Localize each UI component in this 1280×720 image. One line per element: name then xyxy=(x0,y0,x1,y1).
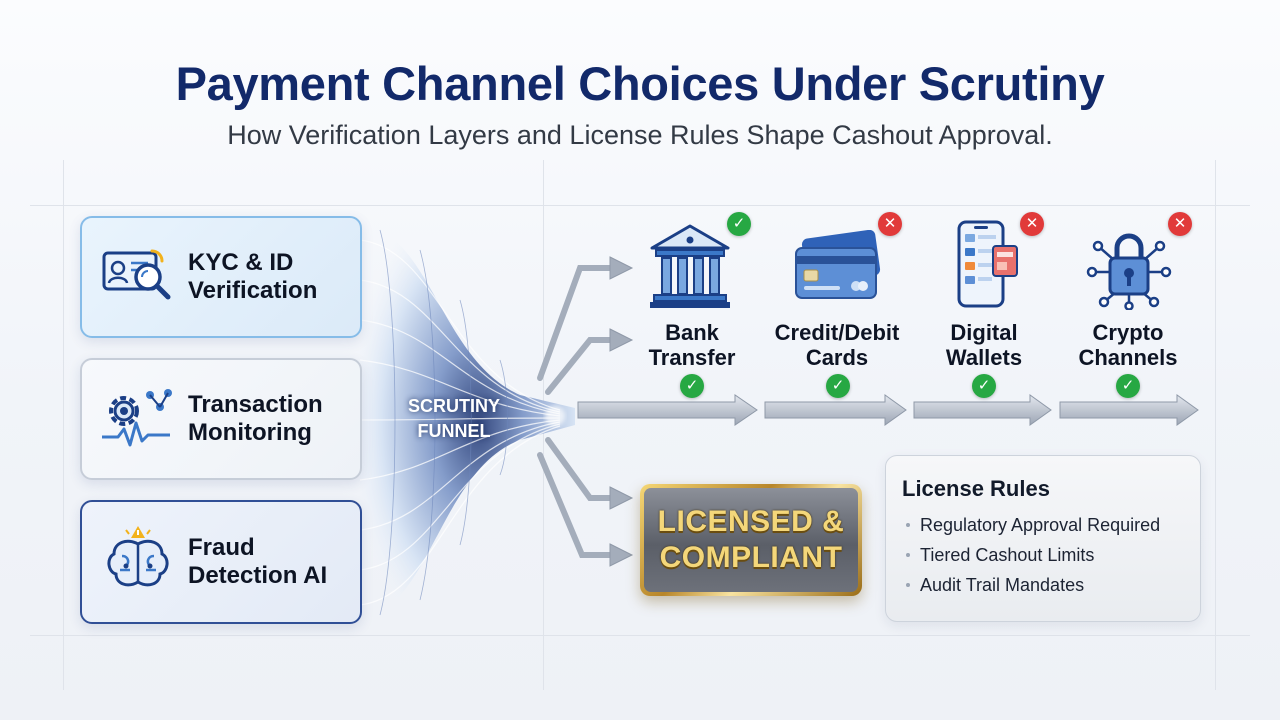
rejected-x-icon: ✕ xyxy=(1020,212,1044,236)
channel-name-line: Channels xyxy=(1078,345,1178,370)
channel-name-line: Wallets xyxy=(945,345,1023,370)
channel-name-digital-wallets: Digital Wallets xyxy=(914,320,1054,370)
approved-check-icon: ✓ xyxy=(1116,374,1140,398)
license-rules-title: License Rules xyxy=(902,476,1050,501)
layer-card-fraud-detection: Fraud Detection AI xyxy=(80,500,362,624)
channel-name-line: Bank xyxy=(665,320,719,345)
channel-name-line: Transfer xyxy=(648,345,736,370)
funnel-label-line: FUNNEL xyxy=(417,421,491,441)
funnel-label-line: SCRUTINY xyxy=(407,396,500,416)
grid-line xyxy=(63,160,64,690)
layer-label-line: KYC & ID xyxy=(188,249,294,276)
page-subtitle: How Verification Layers and License Rule… xyxy=(227,120,1053,150)
license-rule-item: Regulatory Approval Required xyxy=(902,510,1200,540)
approved-check-icon: ✓ xyxy=(972,374,996,398)
flow-arrows xyxy=(577,394,1199,426)
layer-label-transaction-monitoring: Transaction Monitoring xyxy=(188,391,323,447)
page-title: Payment Channel Choices Under Scrutiny xyxy=(175,57,1105,110)
branch-arrows xyxy=(537,265,615,558)
funnel-label: SCRUTINY FUNNEL xyxy=(404,394,504,444)
grid-line xyxy=(1215,160,1216,690)
channel-name-line: Credit/Debit xyxy=(774,320,900,345)
approved-check-icon: ✓ xyxy=(680,374,704,398)
license-rule-item: Audit Trail Mandates xyxy=(902,570,1200,600)
layer-label-line: Transaction xyxy=(188,391,323,418)
channel-name-bank-transfer: Bank Transfer xyxy=(622,320,762,370)
approved-check-icon: ✓ xyxy=(727,212,751,236)
rejected-x-icon: ✕ xyxy=(1168,212,1192,236)
grid-line xyxy=(30,635,1250,636)
layer-label-line: Verification xyxy=(188,277,318,304)
licensed-compliant-badge: LICENSED & COMPLIANT xyxy=(640,484,862,596)
credit-card-icon xyxy=(795,230,881,299)
padlock-network-icon xyxy=(1086,233,1172,310)
grid-line xyxy=(30,205,1250,206)
compliance-badge-line: COMPLIANT xyxy=(659,541,843,574)
rejected-x-icon: ✕ xyxy=(878,212,902,236)
compliance-badge-line: LICENSED & xyxy=(657,505,845,538)
channel-name-credit-debit-cards: Credit/Debit Cards xyxy=(762,320,912,370)
gear-pulse-icon xyxy=(102,389,172,447)
bank-icon xyxy=(650,224,730,308)
channel-name-line: Crypto xyxy=(1092,320,1164,345)
licensed-compliant-plate: LICENSED & COMPLIANT xyxy=(644,488,858,592)
layer-label-line: Monitoring xyxy=(188,419,312,446)
id-card-magnifier-icon xyxy=(102,249,171,300)
channel-name-crypto-channels: Crypto Channels xyxy=(1058,320,1198,370)
layer-label-fraud-detection: Fraud Detection AI xyxy=(188,534,327,590)
brain-circuit-icon xyxy=(107,526,169,587)
layer-label-line: Fraud xyxy=(188,534,255,561)
layer-card-kyc: KYC & ID Verification xyxy=(80,216,362,338)
layer-label-kyc: KYC & ID Verification xyxy=(188,249,317,305)
license-rules-panel: License Rules Regulatory Approval Requir… xyxy=(885,455,1201,622)
channel-name-line: Cards xyxy=(805,345,869,370)
layer-label-line: Detection AI xyxy=(188,562,328,589)
scrutiny-funnel xyxy=(359,225,575,620)
channel-name-line: Digital xyxy=(950,320,1018,345)
layer-card-transaction-monitoring: Transaction Monitoring xyxy=(80,358,362,480)
smartphone-wallet-icon xyxy=(957,220,1018,308)
approved-check-icon: ✓ xyxy=(826,374,850,398)
license-rule-item: Tiered Cashout Limits xyxy=(902,540,1200,570)
